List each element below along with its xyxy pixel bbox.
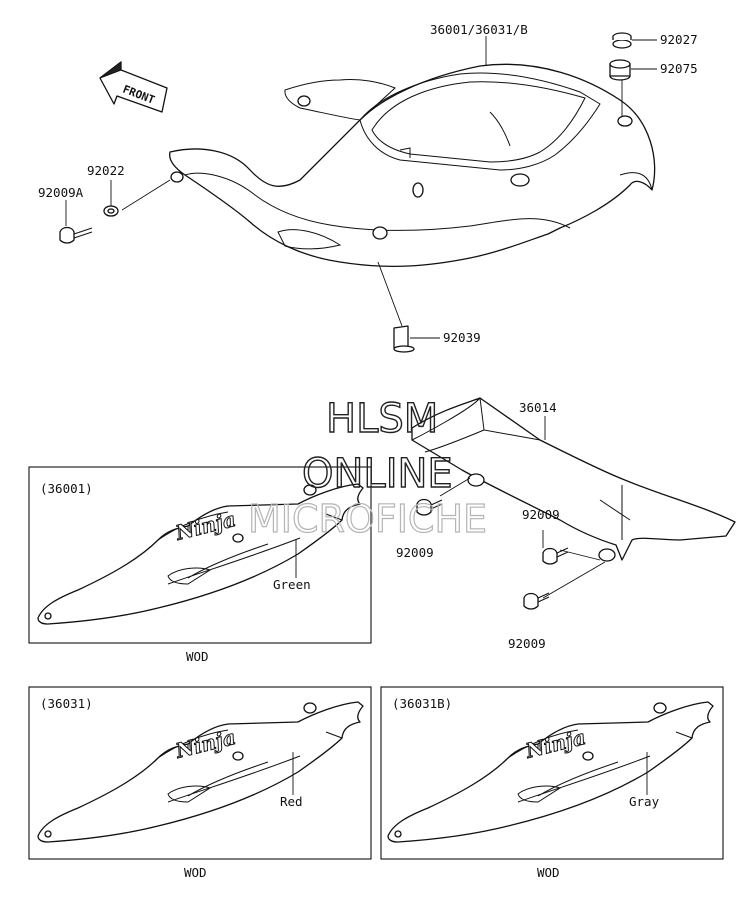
front-arrow-icon: FRONT <box>99 60 168 113</box>
label-92075: 92075 <box>660 61 698 76</box>
label-92022: 92022 <box>87 163 125 178</box>
box-caption-wod-1: WOD <box>186 649 209 664</box>
box-title-36031B: (36031B) <box>392 696 452 711</box>
side-panel-gray <box>387 701 714 843</box>
tail-cover-36014 <box>411 397 736 562</box>
variant-box-36031B <box>380 686 724 860</box>
bolt-92009-3 <box>523 592 550 610</box>
box-caption-wod-3: WOD <box>537 865 560 880</box>
seat-cowl-assembly <box>169 63 656 267</box>
watermark-line-3: MICROFICHE <box>248 497 487 541</box>
label-92009A: 92009A <box>38 185 84 200</box>
label-36001-36031-B: 36001/36031/B <box>430 22 528 37</box>
washer-92022 <box>103 205 119 217</box>
variant-box-36031 <box>28 686 372 860</box>
variant-box-36001 <box>28 466 372 644</box>
watermark-line-2: ONLINE <box>302 451 453 497</box>
label-92009-left: 92009 <box>396 545 434 560</box>
label-92027: 92027 <box>660 32 698 47</box>
watermark-line-1: HLSM <box>326 396 438 442</box>
grommet-92027 <box>612 32 632 49</box>
box-title-36031: (36031) <box>40 696 93 711</box>
color-label-red: Red <box>280 794 303 809</box>
bolt-92009A <box>59 226 93 244</box>
color-label-green: Green <box>273 577 311 592</box>
label-92039: 92039 <box>443 330 481 345</box>
box-caption-wod-2: WOD <box>184 865 207 880</box>
damper-92075 <box>609 59 631 81</box>
label-36014: 36014 <box>519 400 557 415</box>
watermark: HLSM ONLINE MICROFICHE <box>247 395 487 541</box>
bolt-92009-2 <box>542 547 569 565</box>
label-92009-bottom: 92009 <box>508 636 546 651</box>
color-label-gray: Gray <box>629 794 660 809</box>
side-panel-red <box>37 701 364 843</box>
label-92009-middle: 92009 <box>522 507 560 522</box>
rivet-92039 <box>393 325 415 353</box>
box-title-36001: (36001) <box>40 481 93 496</box>
bolt-92009-1 <box>416 498 443 516</box>
